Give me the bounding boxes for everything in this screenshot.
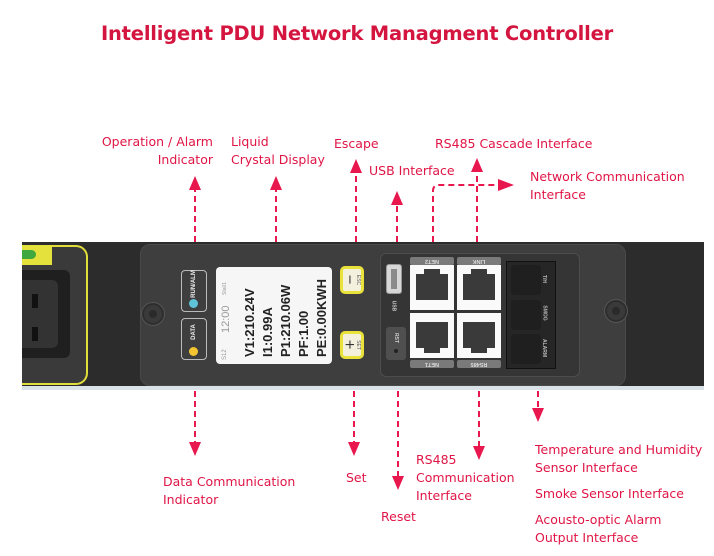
screw-icon xyxy=(142,303,164,325)
set-button[interactable]: + SET xyxy=(340,331,364,359)
c19-socket-inner xyxy=(22,280,58,348)
outlet-led-icon xyxy=(22,250,36,259)
link-port[interactable] xyxy=(457,265,501,310)
rs485-port[interactable] xyxy=(457,313,501,358)
th-port[interactable] xyxy=(511,265,541,295)
label-usb-interface: USB Interface xyxy=(369,163,455,178)
arrowhead-icon xyxy=(471,158,483,172)
arrowhead-icon xyxy=(391,191,403,205)
run-alm-indicator: RUN/ALM xyxy=(181,270,207,312)
smog-port[interactable] xyxy=(511,300,541,330)
label-reset: Reset xyxy=(381,509,416,524)
label-line: Liquid xyxy=(231,134,269,149)
arrowhead-icon xyxy=(189,442,201,456)
arrowhead-icon xyxy=(350,159,362,173)
net1-label: NET1 xyxy=(410,360,454,368)
rj45-hole-icon xyxy=(416,269,448,300)
label-line: Data Communication xyxy=(163,474,296,489)
label-smoke-sensor-interface: Smoke Sensor Interface xyxy=(535,486,684,501)
label-line: Interface xyxy=(416,488,472,503)
run-alm-led-icon xyxy=(189,299,198,308)
lcd-screen: S12 12:00 Sta01 V1:210.24V I1:0.99A P1:2… xyxy=(216,267,332,364)
label-line: Crystal Display xyxy=(231,152,325,167)
net2-port[interactable] xyxy=(410,265,454,310)
rj45-hole-icon xyxy=(463,269,495,300)
arrowhead-icon xyxy=(532,408,544,422)
label-rs485-cascade-interface: RS485 Cascade Interface xyxy=(435,136,593,151)
label-operation-alarm-indicator: Operation / Alarm Indicator xyxy=(96,133,213,169)
data-led-icon xyxy=(189,347,198,356)
rj11-port-group xyxy=(506,261,556,369)
label-line: Output Interface xyxy=(535,530,639,545)
socket-pin-icon xyxy=(32,294,38,308)
arrowhead-icon xyxy=(189,176,201,190)
usb-port[interactable] xyxy=(386,264,402,294)
link-label: LINK xyxy=(457,257,501,265)
label-line: Indicator xyxy=(157,152,213,167)
label-line: Temperature and Humidity xyxy=(535,442,703,457)
arrowhead-icon xyxy=(498,179,514,191)
arrow-network xyxy=(432,184,500,242)
label-line: Operation / Alarm xyxy=(101,134,213,149)
page-title: Intelligent PDU Network Managment Contro… xyxy=(100,22,614,45)
esc-button[interactable]: − ESC xyxy=(340,266,364,294)
arrowhead-icon xyxy=(392,476,404,490)
alarm-port[interactable] xyxy=(511,334,541,364)
label-line: Interface xyxy=(530,187,586,202)
net1-port[interactable] xyxy=(410,313,454,358)
net2-label: NET2 xyxy=(410,257,454,265)
pdu-strip-edge xyxy=(22,386,704,390)
label-set: Set xyxy=(346,470,367,485)
label-temperature-humidity-sensor-interface: Temperature and Humidity Sensor Interfac… xyxy=(535,441,702,477)
rs485-label: RS485 xyxy=(457,360,501,368)
label-liquid-crystal-display: Liquid Crystal Display xyxy=(231,133,325,169)
reset-hole-icon xyxy=(394,349,398,353)
reset-button[interactable]: RST xyxy=(386,327,406,360)
label-network-communication-interface: Network Communication Interface xyxy=(530,168,685,204)
label-data-communication-indicator: Data Communication Indicator xyxy=(163,473,295,509)
label-line: RS485 xyxy=(416,452,457,467)
data-indicator: DATA xyxy=(181,318,207,360)
label-rs485-communication-interface: RS485 Communication Interface xyxy=(416,451,515,505)
socket-pin-icon xyxy=(32,327,38,341)
arrowhead-icon xyxy=(270,176,282,190)
arrowhead-icon xyxy=(473,446,485,460)
label-acousto-optic-alarm-output-interface: Acousto-optic Alarm Output Interface xyxy=(535,511,661,547)
label-line: Sensor Interface xyxy=(535,460,638,475)
label-escape: Escape xyxy=(334,136,379,151)
label-line: Indicator xyxy=(163,492,219,507)
label-line: Network Communication xyxy=(530,169,685,184)
screw-icon xyxy=(605,300,627,322)
label-line: Acousto-optic Alarm xyxy=(535,512,662,527)
arrowhead-icon xyxy=(348,442,360,456)
label-line: Communication xyxy=(416,470,515,485)
